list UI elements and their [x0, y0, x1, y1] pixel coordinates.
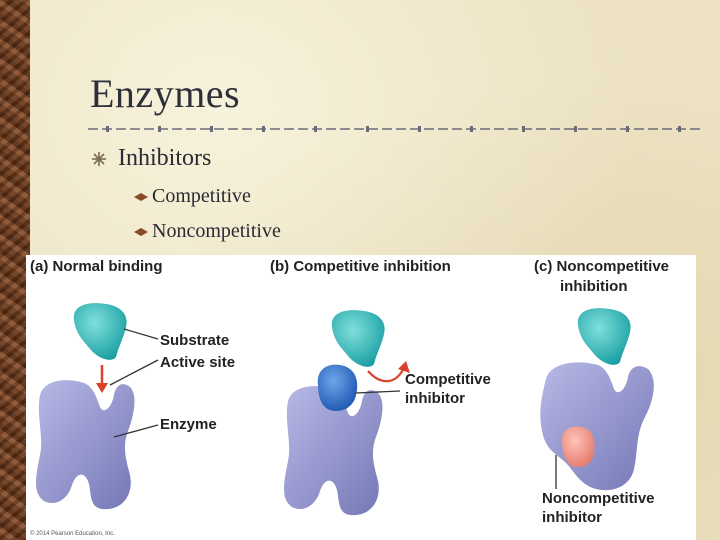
copyright-notice: © 2014 Pearson Education, Inc. [30, 531, 115, 537]
asterisk-bullet-icon [92, 151, 106, 166]
enzyme-label: Enzyme [160, 416, 217, 433]
competitive-inhibitor-label-line1: Competitive [405, 371, 491, 388]
competitive-inhibitor-label-line2: inhibitor [405, 390, 465, 407]
subbullet-noncompetitive: Noncompetitive [134, 220, 281, 243]
subbullet-competitive: Competitive [134, 185, 251, 208]
substrate-shape [577, 308, 631, 365]
noncompetitive-inhibitor-label-line2: inhibitor [542, 509, 602, 526]
diamond-bullet-icon [134, 192, 148, 201]
panel-c-heading-line2: inhibition [560, 278, 628, 295]
decorative-left-strip [0, 0, 30, 540]
panel-c-heading-line1: (c) Noncompetitive [534, 258, 670, 275]
active-site-label: Active site [160, 354, 236, 371]
diamond-bullet-icon [134, 227, 148, 236]
title-divider [88, 126, 700, 132]
noncompetitive-inhibitor-label-line1: Noncompetitive [542, 490, 655, 507]
substrate-shape [331, 310, 385, 367]
enzyme-shape [36, 380, 135, 510]
figure-artwork [36, 303, 654, 516]
noncompetitive-inhibitor-shape [562, 426, 595, 467]
substrate-shape [73, 303, 127, 360]
competitive-inhibitor-shape [317, 364, 358, 411]
enzyme-inhibition-figure: (a) Normal binding (b) Competitive inhib… [26, 255, 696, 540]
enzyme-shape [540, 362, 654, 491]
subbullet-text: Noncompetitive [152, 220, 281, 242]
panel-b-heading: (b) Competitive inhibition [270, 258, 451, 275]
slide-title: Enzymes [90, 71, 241, 116]
subbullet-text: Competitive [152, 185, 251, 207]
bullet-inhibitors: Inhibitors [92, 145, 211, 172]
bullet-text: Inhibitors [118, 145, 212, 171]
panel-a-heading: (a) Normal binding [30, 258, 163, 275]
substrate-label: Substrate [160, 332, 230, 349]
enzyme-shape [284, 386, 383, 516]
